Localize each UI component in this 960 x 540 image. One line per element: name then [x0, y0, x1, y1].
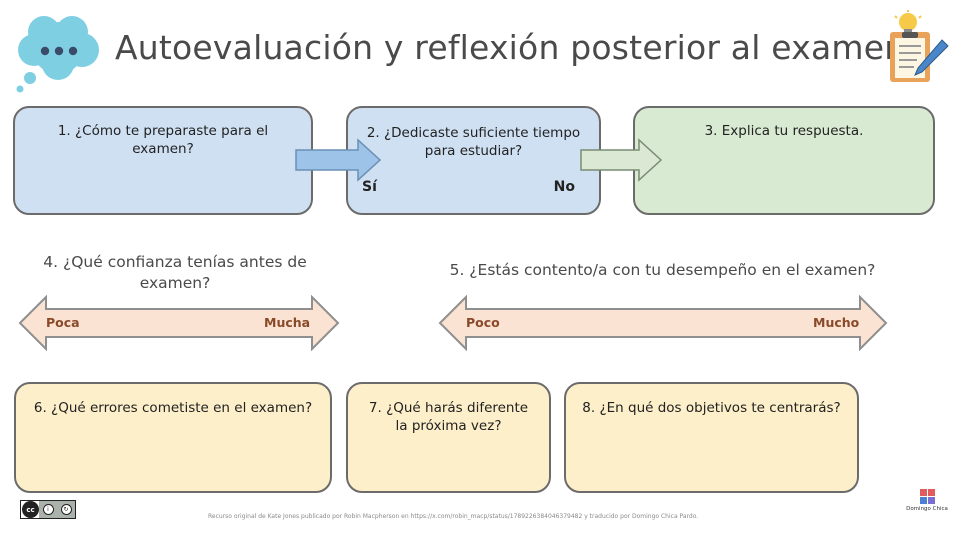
page-title: Autoevaluación y reflexión posterior al … — [115, 28, 917, 67]
footer-credit: Recurso original de Kate Jones publicado… — [208, 513, 699, 520]
clipboard-pencil-icon — [890, 10, 949, 82]
cc-license-badge-text: i↻ — [39, 501, 75, 518]
question-text-3: 3. Explica tu respuesta. — [704, 123, 864, 139]
arrow-box1-to-box2 — [295, 138, 382, 182]
question-box-7: 7. ¿Qué harás diferente la próxima vez? — [346, 382, 551, 493]
question-box-2: 2. ¿Dedicaste suficiente tiempo para est… — [346, 106, 601, 215]
no-label: No — [553, 179, 575, 195]
arrow-box2-to-box3 — [580, 138, 663, 182]
scale-question-5: 5. ¿Estás contento/a con tu desempeño en… — [449, 261, 876, 279]
question-text-7: 7. ¿Qué harás diferente la próxima vez? — [368, 400, 529, 434]
cc-circle: cc — [22, 501, 39, 518]
question-box-3: 3. Explica tu respuesta. — [633, 106, 935, 215]
question-text-1: 1. ¿Cómo te preparaste para el examen? — [57, 123, 269, 157]
confidence-low-label: Poca — [46, 315, 80, 330]
satisfaction-high-label: Mucho — [813, 315, 860, 330]
question-text-6: 6. ¿Qué errores cometiste en el examen? — [33, 400, 313, 416]
question-box-1: 1. ¿Cómo te preparaste para el examen? — [13, 106, 313, 215]
yes-label: Sí — [362, 179, 377, 195]
question-box-6: 6. ¿Qué errores cometiste en el examen? — [14, 382, 332, 493]
confidence-high-label: Mucha — [264, 315, 311, 330]
cc-license-icon: cc i↻ — [20, 500, 76, 519]
question-text-8: 8. ¿En qué dos objetivos te centrarás? — [582, 400, 841, 416]
author-logo-text: Domingo Chica — [906, 506, 948, 512]
scale-question-4: 4. ¿Qué confianza tenías antes de examen… — [43, 253, 307, 292]
author-logo: Domingo Chica — [905, 488, 949, 512]
question-box-8: 8. ¿En qué dos objetivos te centrarás? — [564, 382, 859, 493]
satisfaction-low-label: Poco — [466, 315, 500, 330]
satisfaction-scale-arrow — [438, 295, 888, 351]
question-text-2: 2. ¿Dedicaste suficiente tiempo para est… — [366, 125, 581, 159]
confidence-scale-arrow — [18, 295, 340, 351]
speech-cloud-icon — [16, 16, 99, 93]
